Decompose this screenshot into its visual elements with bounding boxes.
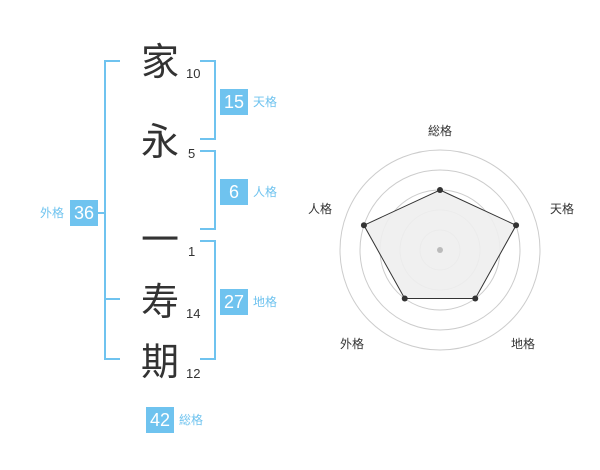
radar-points bbox=[360, 187, 520, 302]
name-char-2: 永 bbox=[140, 120, 179, 164]
stroke-count-3: 1 bbox=[188, 244, 196, 259]
gaikaku-connector bbox=[96, 212, 104, 214]
radar-point-5 bbox=[360, 222, 367, 229]
stroke-count-1: 10 bbox=[186, 66, 201, 81]
radar-point-3 bbox=[472, 295, 479, 302]
tenkaku-bracket bbox=[200, 60, 216, 140]
name-char-4: 寿 bbox=[140, 280, 179, 324]
name-char-1: 家 bbox=[140, 40, 179, 84]
tenkaku-score: 15 bbox=[220, 89, 248, 115]
gaikaku-bracket bbox=[104, 60, 120, 360]
radar-point-2 bbox=[513, 222, 520, 229]
radar-ring-4 bbox=[359, 169, 521, 331]
radar-label-soukaku: 総格 bbox=[428, 124, 453, 138]
jinkaku-label: 人格 bbox=[253, 185, 278, 199]
tenkaku-label: 天格 bbox=[253, 95, 278, 109]
chikaku-score: 27 bbox=[220, 289, 248, 315]
soukaku-score: 42 bbox=[146, 407, 174, 433]
jinkaku-score: 6 bbox=[220, 179, 248, 205]
radar-label-chikaku: 地格 bbox=[511, 337, 536, 351]
stroke-count-5: 12 bbox=[186, 366, 201, 381]
radar-label-tenkaku: 天格 bbox=[550, 202, 575, 216]
gaikaku-bracket-divider bbox=[104, 298, 120, 300]
radar-label-jinkaku: 人格 bbox=[308, 202, 333, 216]
radar-point-4 bbox=[401, 295, 408, 302]
radar-label-gaikaku: 外格 bbox=[340, 337, 365, 351]
gaikaku-score: 36 bbox=[70, 200, 98, 226]
soukaku-label: 総格 bbox=[179, 413, 204, 427]
name-char-5: 期 bbox=[140, 340, 179, 384]
radar-center-dot bbox=[437, 247, 443, 253]
radar-polygon bbox=[363, 189, 517, 299]
name-char-3: 一 bbox=[140, 218, 179, 262]
stroke-count-4: 14 bbox=[186, 306, 201, 321]
radar-ring-5 bbox=[339, 149, 541, 351]
stroke-count-2: 5 bbox=[188, 146, 196, 161]
chikaku-bracket bbox=[200, 240, 216, 360]
chikaku-label: 地格 bbox=[253, 295, 278, 309]
jinkaku-bracket bbox=[200, 150, 216, 230]
radar-point-1 bbox=[437, 187, 443, 193]
gaikaku-label: 外格 bbox=[40, 206, 65, 220]
